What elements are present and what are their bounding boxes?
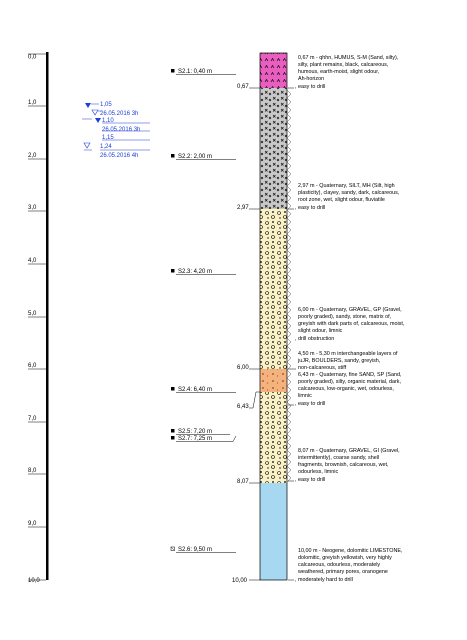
- description-line: poorly graded), silty, organic material,…: [298, 379, 401, 385]
- description-gravel-lower: 8,07 m - Quaternary, GRAVEL, GI (Gravel,…: [288, 448, 400, 483]
- description-line: , drill obstruction: [295, 336, 334, 342]
- water-level-4-depth: 1,24: [100, 144, 112, 150]
- layer-gravel-lower: [260, 392, 287, 483]
- boundary-label: 6,00: [237, 365, 249, 371]
- sample-marker-icon: [171, 429, 175, 433]
- sample-marker-icon: [171, 436, 175, 440]
- description-line: juJR, BOULDERS, sandy, greyish,: [297, 358, 381, 364]
- sample-label: S2.2: 2,00 m: [178, 154, 212, 160]
- water-level-2-icon: [91, 109, 99, 116]
- boundary-label: 8,07: [237, 479, 249, 485]
- description-line: calcareous, low-organic, wet, odourless,: [298, 386, 394, 392]
- depth-tick-label: 3,0: [28, 205, 37, 211]
- description-line: silty, plant remains, black, calcareous,: [298, 62, 389, 68]
- sample-marker-icon: [171, 69, 175, 73]
- depth-tick-label: 5,0: [28, 311, 37, 317]
- description-line: odourless, limnic: [298, 469, 338, 475]
- description-line: intermittently), coarse sandy, shell: [298, 455, 379, 461]
- description-line: calcareous, odourless, moderately: [298, 562, 380, 568]
- description-boulders: 4,50 m - 5,30 m interchangeable layers o…: [288, 351, 398, 371]
- depth-tick-label: 6,0: [28, 363, 37, 369]
- description-line: , easy to drill: [295, 205, 325, 211]
- description-line: limnic: [298, 393, 312, 399]
- layer-descriptions: 0,67 m - qhhn, HUMUS, S-M (Sand, silty),…: [288, 55, 405, 583]
- description-line: root zone, wet, slight odour, fluviatile: [298, 197, 385, 203]
- depth-ticks: 0,0 1,0 2,0 3,0 4,0 5,0 6,0 7,0 8,0 9,0 …: [28, 53, 46, 584]
- description-line: dolomitic, greyish yellowish, very highl…: [298, 555, 392, 561]
- description-line: , easy to drill: [295, 401, 325, 407]
- description-line: 6,00 m - Quaternary, GRAVEL, GP (Gravel,: [298, 307, 402, 313]
- depth-tick-label: 1,0: [28, 100, 37, 106]
- boundary-label: 2,97: [237, 205, 249, 211]
- water-level-1-date: 26.05.2016 3h: [100, 111, 138, 117]
- sample-label: S2.6: 9,50 m: [178, 547, 212, 553]
- water-level-3-depth: 1,15: [102, 135, 114, 141]
- description-line: slight odour, limnic: [298, 328, 343, 334]
- borehole-outline: [259, 52, 288, 581]
- water-level-4-date: 26.05.2016 4h: [100, 153, 138, 159]
- description-line: 4,50 m - 5,30 m interchangeable layers o…: [298, 351, 398, 357]
- depth-tick-label: 2,0: [28, 153, 37, 159]
- description-line: 6,43 m - Quaternary, fine SAND, SP (Sand…: [298, 372, 402, 378]
- description-line: fragments, brownish, calcareous, wet,: [298, 462, 389, 468]
- sample-label: S2.4: 6,40 m: [178, 387, 212, 393]
- description-gravel-upper: 6,00 m - Quaternary, GRAVEL, GP (Gravel,…: [295, 307, 405, 342]
- layer-sand: [260, 369, 287, 392]
- sample-marker-icon: [171, 269, 175, 273]
- layer-humus: [260, 53, 287, 88]
- groundwater-levels: 1,05 1,10 26.05.2016 3h 26.05.2016 3h 1,…: [82, 102, 150, 159]
- sample-label: S2.1: 0,40 m: [178, 69, 212, 75]
- water-level-3-icon: [95, 118, 101, 123]
- water-level-1-depth: 1,05: [100, 102, 112, 108]
- depth-tick-label: 7,0: [28, 416, 37, 422]
- description-sand: 6,43 m - Quaternary, fine SAND, SP (Sand…: [288, 372, 402, 407]
- description-line: 10,00 m - Neogene, dolomitic LIMESTONE,: [298, 548, 403, 554]
- description-line: 8,07 m - Quaternary, GRAVEL, GI (Gravel,: [298, 448, 400, 454]
- depth-tick-label: 10,0: [28, 578, 40, 584]
- layer-gravel-upper: [260, 209, 287, 369]
- depth-tick-label: 9,0: [28, 521, 37, 527]
- water-level-2-date: 26.05.2016 3h: [102, 127, 140, 133]
- boundary-label: 10,00: [232, 578, 248, 584]
- depth-scale-bar: [46, 52, 49, 580]
- description-line: 2,97 m - Quaternary, SILT, MH (Silt, hig…: [298, 183, 395, 189]
- description-line: , moderately hard to drill: [295, 577, 353, 583]
- water-level-4-icon: [83, 142, 91, 149]
- sample-label: S2.5: 7,20 m: [178, 429, 212, 435]
- water-level-1-icon: [85, 103, 91, 108]
- boundary-label: 0,67: [237, 84, 249, 90]
- samples: S2.1: 0,40 m S2.2: 2,00 m S2.3: 4,20 m S…: [170, 69, 237, 553]
- description-line: poorly graded), sandy, stone, matrix of,: [298, 314, 392, 320]
- description-line: Ah-horizon: [298, 76, 324, 82]
- description-line: non-calcareous, stiff: [298, 365, 347, 371]
- description-line: 0,67 m - qhhn, HUMUS, S-M (Sand, silty),: [298, 55, 399, 61]
- depth-tick-label: 8,0: [28, 468, 37, 474]
- description-silt: 2,97 m - Quaternary, SILT, MH (Silt, hig…: [288, 183, 400, 211]
- description-line: weathered, primary pores, oranogene: [297, 569, 388, 575]
- sample-label: S2.7: 7,25 m: [178, 436, 212, 442]
- layer-silt: [260, 88, 287, 209]
- sample-marker-icon: [171, 154, 175, 158]
- depth-tick-label: 0,0: [28, 55, 37, 61]
- layer-boundaries: 0,67 2,97 6,00 6,43 8,07 10,00: [232, 84, 260, 584]
- description-limestone: 10,00 m - Neogene, dolomitic LIMESTONE, …: [288, 548, 403, 583]
- water-level-2-depth: 1,10: [102, 118, 114, 124]
- boundary-label: 6,43: [237, 404, 249, 410]
- description-line: humous, earth-moist, slight odour,: [298, 69, 380, 75]
- wet-zone-hatch: [286, 89, 292, 483]
- layer-limestone: [260, 483, 287, 580]
- description-line: plasticity), clayey, sandy, dark, calcar…: [298, 190, 400, 196]
- description-line: , easy to drill: [295, 84, 325, 90]
- description-line: , easy to drill: [295, 477, 325, 483]
- sample-label: S2.3: 4,20 m: [178, 269, 212, 275]
- description-line: greyish with dark parts of, calcareous, …: [298, 321, 405, 327]
- sample-marker-icon: [171, 387, 175, 391]
- depth-tick-label: 4,0: [28, 258, 37, 264]
- description-humus: 0,67 m - qhhn, HUMUS, S-M (Sand, silty),…: [288, 55, 399, 90]
